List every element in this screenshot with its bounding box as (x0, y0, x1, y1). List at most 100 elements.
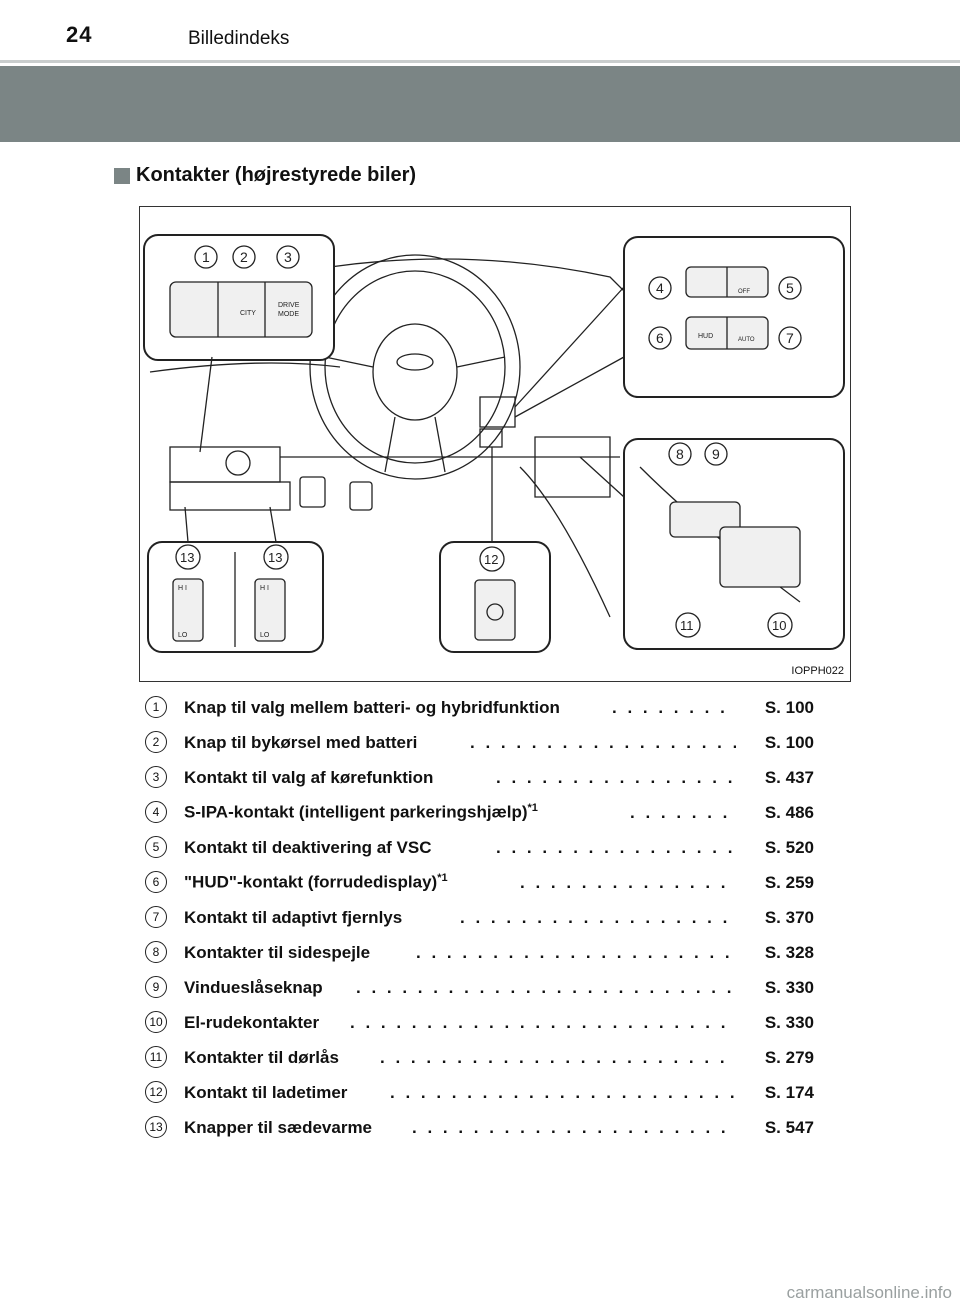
dashboard-drawing: CITY DRIVE MODE 1 2 3 OFF HUD AUTO 4 5 6… (143, 234, 845, 653)
svg-text:13: 13 (268, 550, 282, 565)
item-number: 3 (145, 766, 167, 788)
svg-text:H I: H I (178, 585, 187, 592)
console-knob (225, 450, 251, 476)
item-number: 12 (145, 1081, 167, 1103)
list-item-8: 8 Kontakter til sidespejle . . . . . . .… (140, 935, 820, 970)
console-switches (169, 446, 281, 483)
page-ref: S. 100 (764, 697, 814, 717)
pedal-1 (299, 476, 326, 508)
steering-hub (372, 323, 458, 421)
leader-ipa (514, 286, 625, 418)
dot-leader: . . . . . . . . . . . . . . . . . . . . … (416, 942, 736, 962)
dot-leader: . . . . . . . . . . . . . . . . . . . . … (380, 1047, 736, 1067)
sub-heading-text: Kontakter (højrestyrede biler) (136, 164, 417, 186)
list-item-10: 10 El-rudekontakter . . . . . . . . . . … (140, 1005, 820, 1040)
svg-text:12: 12 (484, 552, 498, 567)
list-item-12: 12 Kontakt til ladetimer . . . . . . . .… (140, 1075, 820, 1110)
page-ref: S. 174 (764, 1082, 814, 1102)
sub-heading: Kontakter (højrestyrede biler) (114, 164, 416, 187)
list-item-9: 9 Vindueslåseknap . . . . . . . . . . . … (140, 970, 820, 1005)
list-item-6: 6 "HUD"-kontakt (forrudedisplay)*1 . . .… (140, 865, 820, 900)
callout-4 (648, 276, 672, 300)
item-label: Kontakt til valg af kørefunktion (184, 767, 434, 787)
item-number: 10 (145, 1011, 167, 1033)
item-label: Vindueslåseknap (184, 977, 323, 997)
door-panel (519, 436, 611, 618)
svg-text:8: 8 (676, 446, 684, 462)
callout-10 (767, 612, 793, 638)
page-number: 24 (66, 22, 93, 47)
svg-text:7: 7 (786, 330, 794, 346)
svg-text:2: 2 (240, 249, 248, 265)
item-label: Kontakt til ladetimer (184, 1082, 348, 1102)
charge-timer-switch (474, 579, 516, 641)
svg-text:6: 6 (656, 330, 664, 346)
list-item-7: 7 Kontakt til adaptivt fjernlys . . . . … (140, 900, 820, 935)
leader-mode (199, 356, 213, 453)
dot-leader: . . . . . . . . . . . . . . . . . . . . … (356, 977, 736, 997)
item-label: Knap til bykørsel med batteri (184, 732, 418, 752)
steering-wheel-outer (309, 254, 521, 480)
hud-label: HUD (698, 333, 713, 340)
dot-leader: . . . . . . . . . . . . . . . . . . . . … (460, 907, 736, 927)
item-label: Knap til valg mellem batteri- og hybridf… (184, 697, 560, 717)
mode-label: MODE (278, 311, 299, 318)
page-ref: S. 330 (764, 1012, 814, 1032)
item-number: 13 (145, 1116, 167, 1138)
dashboard-illustration: CITY DRIVE MODE 1 2 3 OFF HUD AUTO 4 5 6… (139, 206, 851, 682)
page-ref: S. 328 (764, 942, 814, 962)
header-divider (0, 60, 960, 63)
dot-leader: . . . . . . . . . . . . . . . . . . . . … (520, 872, 736, 892)
item-number: 6 (145, 871, 167, 893)
item-label: "HUD"-kontakt (forrudedisplay)*1 (184, 872, 448, 892)
item-number: 4 (145, 801, 167, 823)
svg-text:13: 13 (180, 550, 194, 565)
page-ref: S. 279 (764, 1047, 814, 1067)
item-number: 1 (145, 696, 167, 718)
pedal-2 (349, 481, 373, 511)
right-switch-small (479, 428, 503, 448)
item-number: 7 (145, 906, 167, 928)
page-ref: S. 486 (764, 802, 814, 822)
callout-13b (263, 544, 289, 570)
item-label: Kontakter til sidespejle (184, 942, 371, 962)
page-ref: S. 437 (764, 767, 814, 787)
callout-5 (778, 276, 802, 300)
drive-label: DRIVE (278, 302, 300, 309)
callout-11 (675, 612, 701, 638)
svg-text:5: 5 (786, 280, 794, 296)
svg-text:3: 3 (284, 249, 292, 265)
svg-text:10: 10 (772, 618, 786, 633)
page-ref: S. 547 (764, 1117, 814, 1137)
off-label: OFF (738, 289, 750, 295)
heading-square-icon (114, 167, 130, 184)
steering-spokes (324, 356, 506, 473)
leader-seat (184, 506, 277, 543)
list-item-2: 2 Knap til bykørsel med batteri . . . . … (140, 725, 820, 760)
console-lower (169, 481, 291, 511)
item-label: El-rudekontakter (184, 1012, 320, 1032)
dot-leader: . . . . . . . . . . . . (630, 802, 736, 822)
dot-leader: . . . . . . . . . . . . . . . . . . . . … (390, 1082, 736, 1102)
callout-7 (778, 326, 802, 350)
item-label: Knapper til sædevarme (184, 1117, 373, 1137)
dot-leader: . . . . . . . . . . . . . . . . . . . . … (350, 1012, 736, 1032)
header-band (0, 66, 960, 142)
list-item-3: 3 Kontakt til valg af kørefunktion . . .… (140, 760, 820, 795)
callout-1 (194, 245, 218, 269)
mode-switch-block (169, 281, 313, 338)
timer-clock-icon (486, 603, 504, 621)
callout-8 (668, 442, 692, 466)
list-item-13: 13 Knapper til sædevarme . . . . . . . .… (140, 1110, 820, 1145)
city-label: CITY (240, 310, 256, 317)
page-ref: S. 330 (764, 977, 814, 997)
page-ref: S. 100 (764, 732, 814, 752)
dot-leader: . . . . . . . . . . . . . . . . . . . . … (496, 837, 736, 857)
figure-code: IOPPH022 (791, 665, 844, 677)
item-number: 5 (145, 836, 167, 858)
item-number: 8 (145, 941, 167, 963)
section-title: Billedindeks (188, 28, 290, 49)
svg-text:11: 11 (680, 618, 694, 633)
svg-text:4: 4 (656, 280, 664, 296)
watermark: carmanualsonline.info (786, 1283, 952, 1302)
